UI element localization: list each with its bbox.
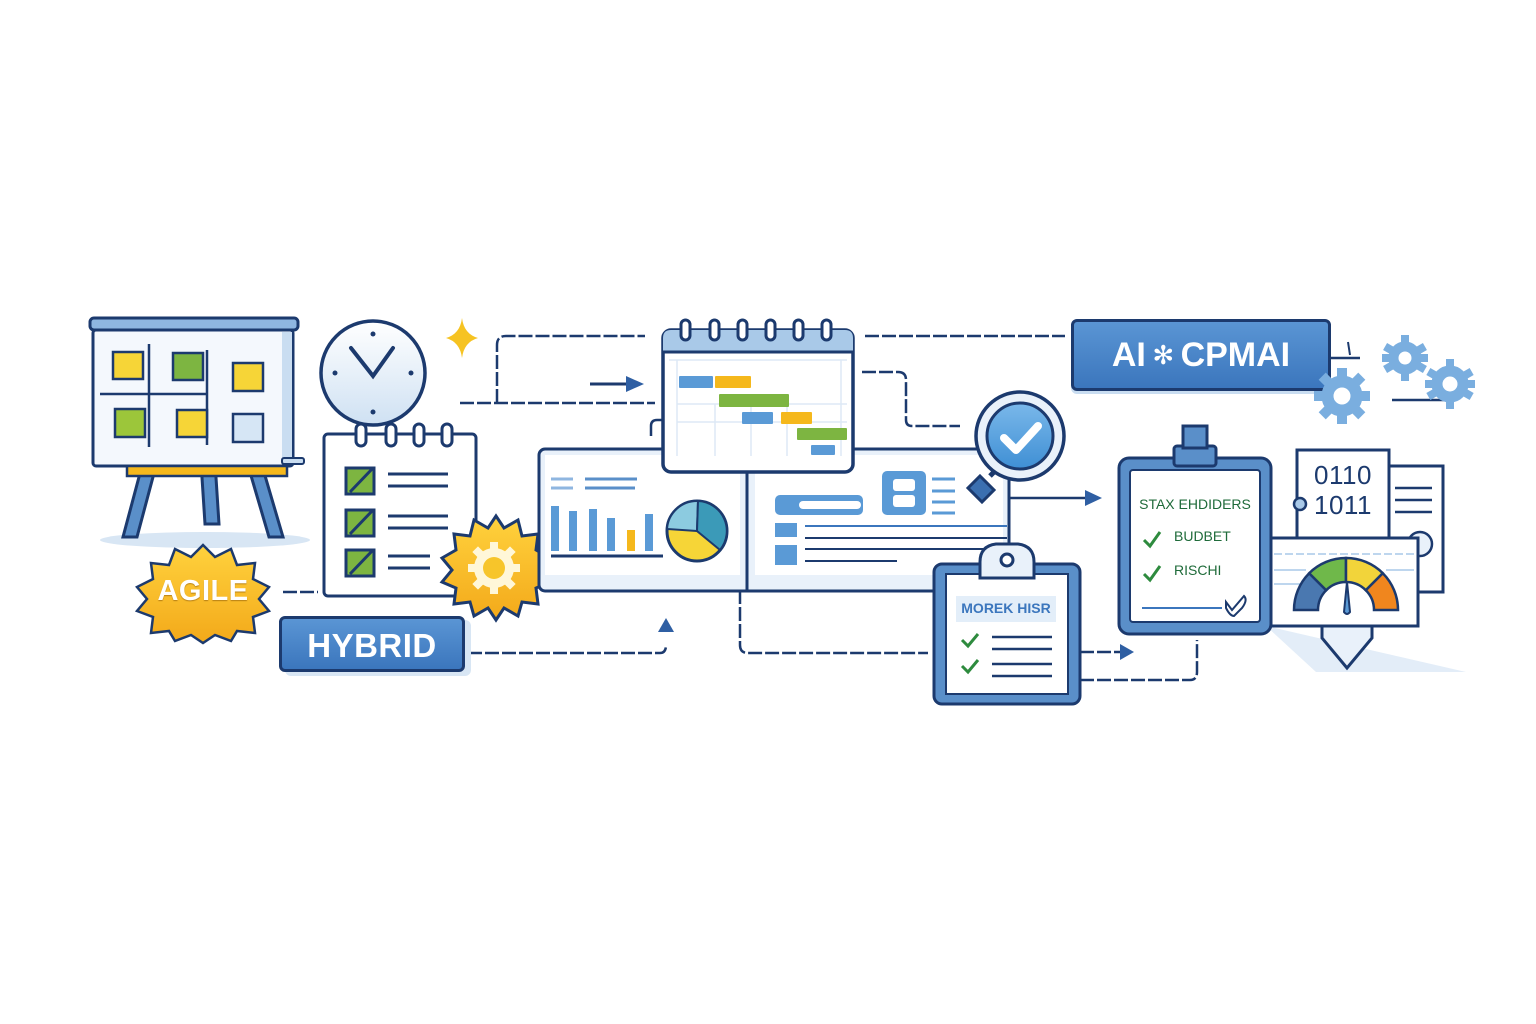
arrow-icon [626, 376, 644, 392]
check-icon [1142, 531, 1162, 549]
gantt-calendar [649, 318, 855, 474]
stakeholder-clipboard-title: STAX EHDIDERS [1139, 496, 1251, 512]
magnifier-check-icon [965, 390, 1066, 543]
arrow-icon [658, 618, 674, 632]
agile-label: AGILE [157, 575, 249, 607]
check-icon [960, 633, 980, 649]
profile-card [775, 471, 1007, 565]
arrow-icon [1120, 644, 1134, 660]
arrow-icon [1085, 490, 1102, 506]
risk-clipboard-title: MOREK HISR [961, 600, 1051, 616]
kanban-board [88, 316, 310, 548]
binary-line-2: 1011 [1314, 490, 1372, 520]
ai-label: AI [1111, 336, 1146, 374]
clock-icon [319, 319, 427, 427]
gauge-needle [1342, 581, 1352, 615]
stakeholder-clipboard: STAX EHDIDERS BUDBET RISCHI [1116, 424, 1276, 639]
cpmai-label: CPMAI [1180, 336, 1291, 374]
sparkle-icon [446, 318, 478, 358]
gauge-panel [1266, 536, 1466, 672]
agile-badge: AGILE [133, 543, 273, 645]
check-icon [960, 659, 980, 675]
stakeholder-item-risk: RISCHI [1174, 562, 1222, 578]
binary-line-1: 0110 [1314, 460, 1372, 490]
risk-clipboard: MOREK HISR [932, 540, 1082, 708]
hybrid-badge: HYBRID [279, 616, 465, 672]
gear-seal-icon [439, 513, 553, 623]
pie-chart-icon [665, 499, 729, 563]
connector-lines [283, 334, 1450, 682]
gears-icon [1314, 335, 1475, 424]
check-icon [1142, 565, 1162, 583]
checklist-notepad [322, 422, 478, 598]
hybrid-label: HYBRID [307, 627, 437, 664]
ai-figure-icon: ✻ [1152, 340, 1175, 370]
stakeholder-item-budget: BUDBET [1174, 528, 1231, 544]
ai-cpmai-badge: AI ✻ CPMAI [1071, 319, 1331, 391]
